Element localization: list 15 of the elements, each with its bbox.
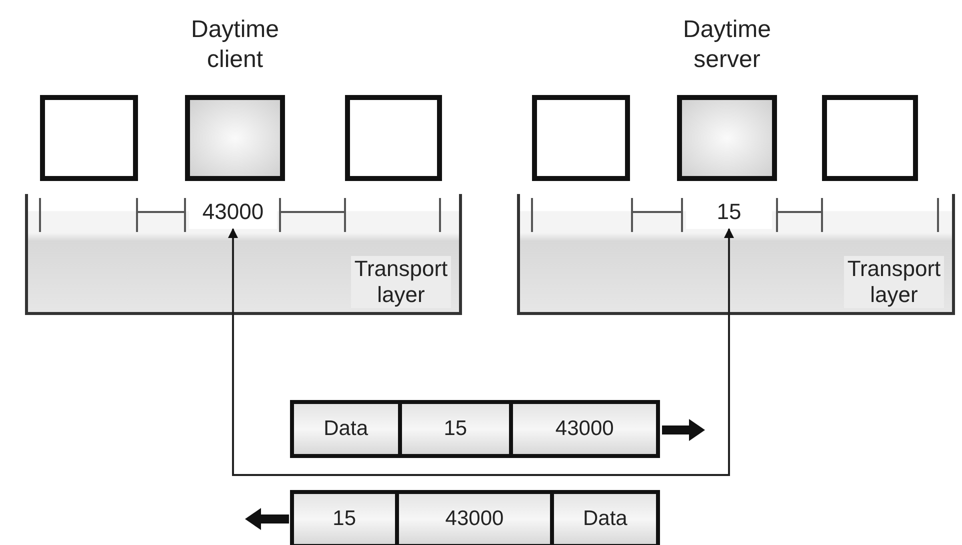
packet-bar [290,490,660,545]
packet-field: Data [554,494,656,544]
application-heading: Daytime server [682,15,772,75]
packet-bar [290,400,660,458]
connector-line [228,228,734,476]
packet-field: 43000 [513,404,656,454]
packet-field: Data [294,404,402,454]
transport-layer-band [517,194,955,315]
packet-field: 15 [402,404,514,454]
application-heading: Daytime client [190,15,280,75]
packet-field: 15 [294,494,399,544]
transport-layer-band [25,194,462,315]
layer-label: Transport layer [351,256,451,308]
packet-field: 43000 [398,494,554,544]
layer-label: Transport layer [844,256,944,308]
